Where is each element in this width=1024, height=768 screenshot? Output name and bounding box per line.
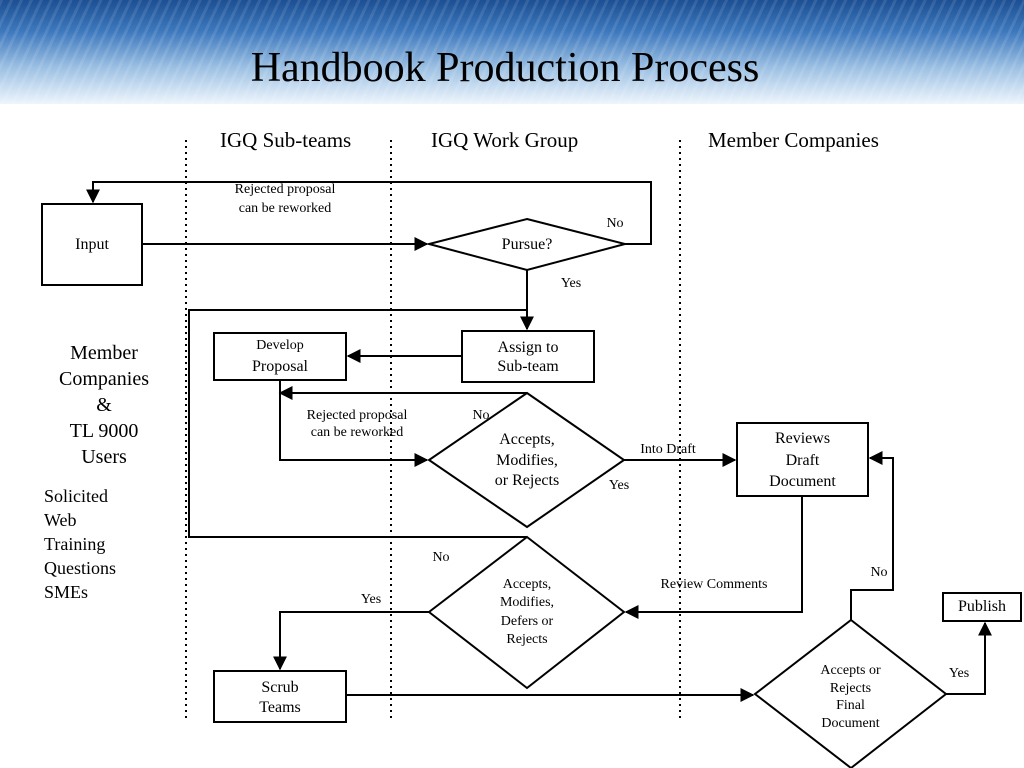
accepts2-no-label: No (432, 550, 450, 565)
accepts2-yes-label: Yes (360, 592, 382, 607)
accepts-2-decision (427, 535, 626, 690)
side-panel-heading-line-4: TL 9000 (69, 420, 139, 442)
header-band (0, 0, 1024, 104)
accepts-1-label-line-2: Modifies, (496, 452, 558, 469)
scrub-box (213, 670, 347, 723)
accepts-2-label-line-1: Accepts, (502, 577, 552, 592)
develop-to-accepts-arrow (279, 380, 429, 467)
scrub-label-line-1: Scrub (261, 679, 299, 696)
side-panel-item: SMEs (44, 582, 89, 602)
accepts-2-label-line-4: Rejects (506, 632, 548, 647)
side-panel-item: Solicited (44, 486, 108, 506)
develop-label-line-1: Develop (256, 338, 304, 353)
assign-label-line-1: Assign to (497, 339, 559, 356)
reviews-draft-label-line-3: Document (769, 473, 836, 490)
accepts-1-decision (427, 391, 626, 529)
lane-heading-work-group: IGQ Work Group (431, 128, 579, 152)
accepts-final-label-line-1: Accepts or (820, 663, 881, 678)
input-box (41, 203, 143, 286)
accepts-1-label-line-1: Accepts, (499, 431, 555, 448)
input-label: Input (75, 236, 109, 253)
accepts-final-label-line-3: Final (836, 698, 865, 713)
review-comments-arrow (624, 496, 803, 619)
lane-heading-sub-teams: IGQ Sub-teams (220, 128, 352, 152)
side-panel-heading-line-1: Member (70, 342, 138, 364)
review-comments-label: Review Comments (660, 577, 768, 592)
rejected-proposal-label-2-line-1: Rejected proposal (306, 408, 408, 423)
into-draft-label: Into Draft (640, 442, 696, 457)
accepts-1-label-line-3: or Rejects (494, 472, 560, 489)
publish-label: Publish (957, 598, 1006, 615)
slide-title: Handbook Production Process (250, 45, 760, 91)
final-no-arrow (850, 451, 894, 620)
publish-box (942, 592, 1022, 622)
final-yes-arrow (946, 621, 992, 695)
side-panel-heading-line-2: Companies (59, 368, 149, 390)
scrub-label-line-2: Teams (259, 699, 301, 716)
accepts-2-label-line-2: Modifies, (499, 595, 555, 610)
final-yes-label: Yes (948, 666, 970, 681)
accepts2-no-loop-arrow (188, 309, 527, 538)
pursue-label: Pursue? (501, 236, 553, 253)
pursue-no-loop-arrow (86, 181, 652, 245)
rejected-proposal-label-1-line-2: can be reworked (238, 201, 332, 216)
accepts-final-label-line-4: Document (821, 716, 880, 731)
side-panel-heading-line-5: Users (81, 446, 127, 468)
develop-label-line-2: Proposal (252, 358, 308, 375)
lane-heading-member-companies: Member Companies (708, 128, 879, 152)
pursue-no-label: No (606, 216, 624, 231)
accepts2-yes-arrow (273, 611, 429, 671)
side-panel-item: Questions (44, 558, 116, 578)
side-panel-heading-line-3: & (96, 394, 112, 416)
pursue-yes-label: Yes (560, 276, 582, 291)
side-panel-list: Solicited Web Training Questions SMEs (44, 484, 174, 604)
accepts-final-decision (753, 618, 948, 768)
accepts-final-label-line-2: Rejects (829, 681, 872, 696)
rejected-proposal-label-1-line-1: Rejected proposal (234, 182, 336, 197)
final-no-label: No (870, 565, 888, 580)
side-panel-heading: Member Companies & TL 9000 Users (14, 340, 194, 470)
accepts-2-label-line-3: Defers or (500, 614, 554, 629)
accepts1-yes-label: Yes (608, 478, 630, 493)
assign-box (461, 330, 595, 383)
assign-label-line-2: Sub-team (497, 358, 559, 375)
reviews-draft-label-line-2: Draft (785, 452, 820, 469)
side-panel-item: Training (44, 534, 106, 554)
rejected-proposal-label-2-line-2: can be reworked (310, 425, 404, 440)
reviews-draft-label-line-1: Reviews (774, 430, 831, 447)
develop-box (213, 332, 347, 381)
accepts1-no-label: No (472, 408, 490, 423)
reviews-draft-box (736, 422, 869, 497)
side-panel-item: Web (44, 510, 77, 530)
